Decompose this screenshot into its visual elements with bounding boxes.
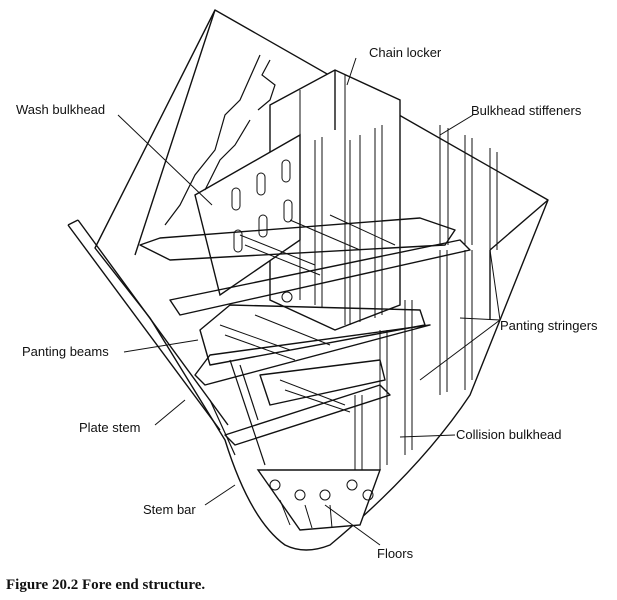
label-panting-beams: Panting beams <box>22 344 109 359</box>
bulkhead-stiffeners <box>354 125 498 480</box>
panting-stringers <box>139 217 471 446</box>
label-collision-bulkhead: Collision bulkhead <box>456 427 562 442</box>
leader-lines <box>117 57 501 546</box>
label-stem-bar: Stem bar <box>143 502 196 517</box>
side-frames <box>164 54 276 466</box>
label-floors: Floors <box>377 546 414 561</box>
panting-beams <box>219 214 396 413</box>
plate-stem <box>67 219 229 431</box>
label-wash-bulkhead: Wash bulkhead <box>16 102 105 117</box>
label-plate-stem: Plate stem <box>79 420 140 435</box>
floors <box>256 469 381 531</box>
figure-caption: Figure 20.2 Fore end structure. <box>6 577 206 593</box>
hull-outline <box>94 9 549 551</box>
chain-locker <box>269 69 401 331</box>
label-chain-locker: Chain locker <box>369 45 442 60</box>
label-bulkhead-stiffeners: Bulkhead stiffeners <box>471 103 582 118</box>
label-panting-stringers: Panting stringers <box>500 318 598 333</box>
